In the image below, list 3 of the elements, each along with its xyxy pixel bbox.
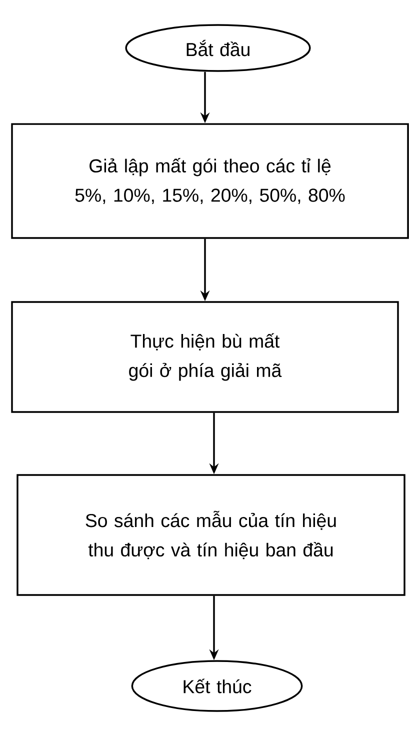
process-box: So sánh các mẫu của tín hiệu thu được và tín hiệu ban đầu	[16, 474, 406, 596]
process-box: Giả lập mất gói theo các tỉ lệ 5%, 10%, 15%, 20%, 50%, 80%	[11, 123, 409, 239]
process-box: Thực hiện bù mất gói ở phía giải mã	[11, 301, 399, 413]
